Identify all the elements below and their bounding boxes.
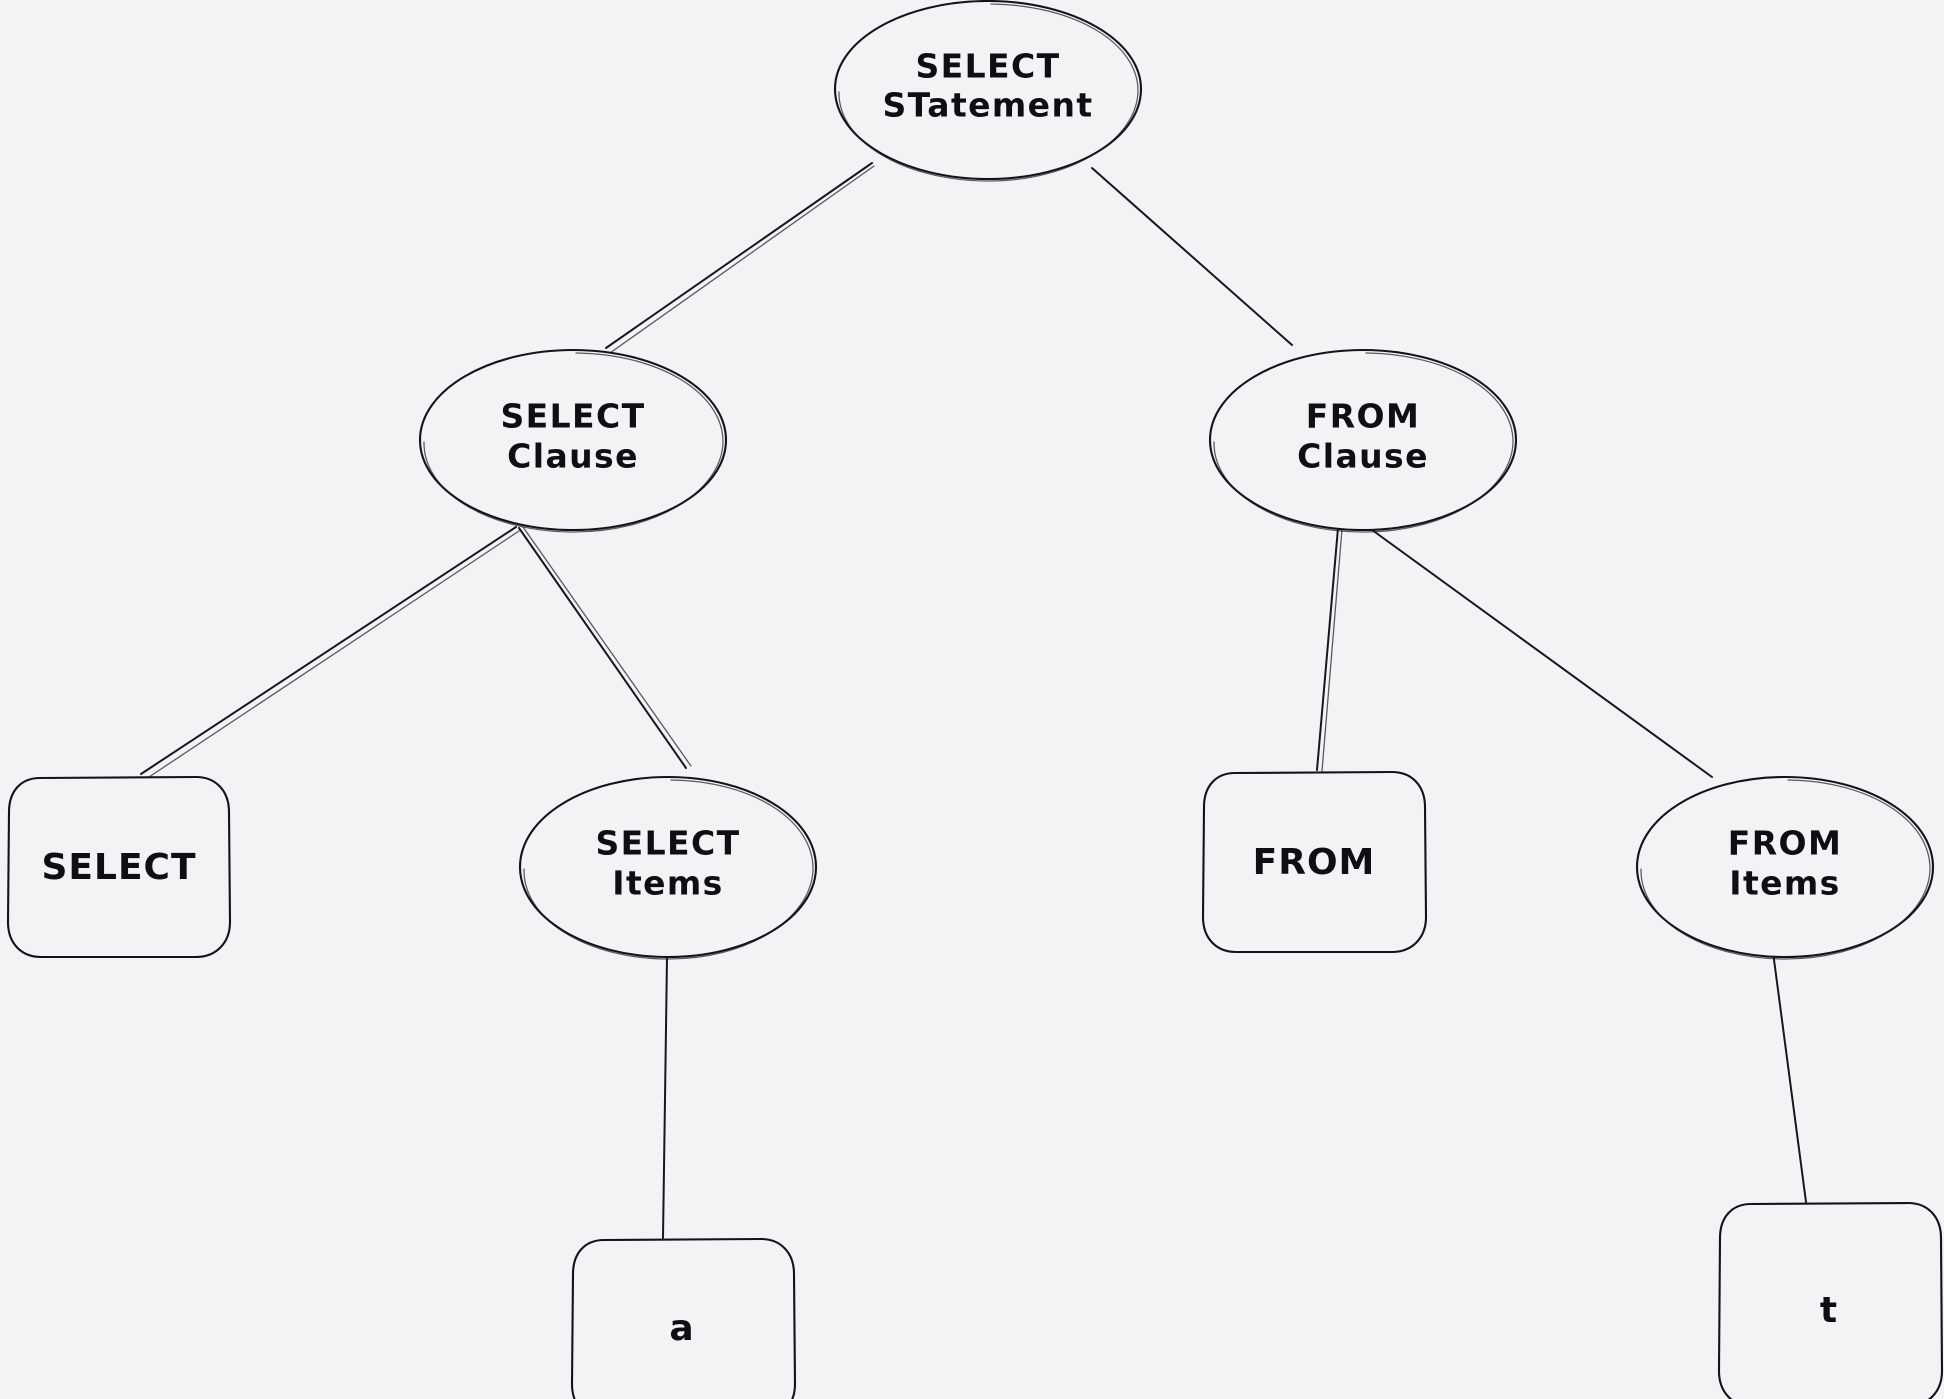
node-select-items-line2: Items (612, 864, 723, 903)
edge-select-statement-to-from-clause (1091, 167, 1293, 346)
node-table-t-label: t (1820, 1290, 1838, 1331)
node-column-a-label: a (669, 1308, 694, 1349)
edge-from-items-to-table-t (1772, 951, 1807, 1203)
node-select-terminal-label: SELECT (41, 847, 196, 888)
node-from-terminal[interactable]: FROM (1201, 770, 1428, 954)
node-from-terminal-label: FROM (1253, 842, 1376, 883)
node-select-terminal[interactable]: SELECT (6, 775, 232, 959)
node-from-clause-line2: Clause (1297, 437, 1429, 476)
edge-select-items-to-column-a (662, 957, 668, 1239)
edge-select-clause-to-select-items (518, 526, 692, 769)
edge-select-statement-to-select-clause (605, 162, 875, 354)
node-select-clause-line2: Clause (507, 437, 639, 476)
node-select-items-line1: SELECT (595, 824, 740, 863)
node-column-a[interactable]: a (570, 1237, 797, 1399)
node-from-items[interactable]: FROM Items (1635, 775, 1935, 960)
node-select-clause-line1: SELECT (500, 397, 645, 436)
node-table-t[interactable]: t (1717, 1201, 1944, 1399)
node-select-statement-line1: SELECT (915, 47, 1060, 86)
node-from-clause[interactable]: FROM Clause (1208, 348, 1518, 533)
node-select-statement-line2: STatement (882, 86, 1093, 125)
node-from-items-line1: FROM (1728, 824, 1842, 863)
node-select-clause[interactable]: SELECT Clause (418, 348, 728, 533)
node-from-items-line2: Items (1729, 864, 1840, 903)
node-from-clause-line1: FROM (1306, 397, 1420, 436)
edge-group (140, 162, 1807, 1239)
node-select-statement[interactable]: SELECT STatement (833, 0, 1143, 182)
edge-from-clause-to-from-terminal (1316, 527, 1343, 772)
edge-select-clause-to-select-terminal (140, 526, 520, 780)
edge-from-clause-to-from-items (1367, 526, 1713, 778)
node-select-items[interactable]: SELECT Items (518, 775, 818, 960)
